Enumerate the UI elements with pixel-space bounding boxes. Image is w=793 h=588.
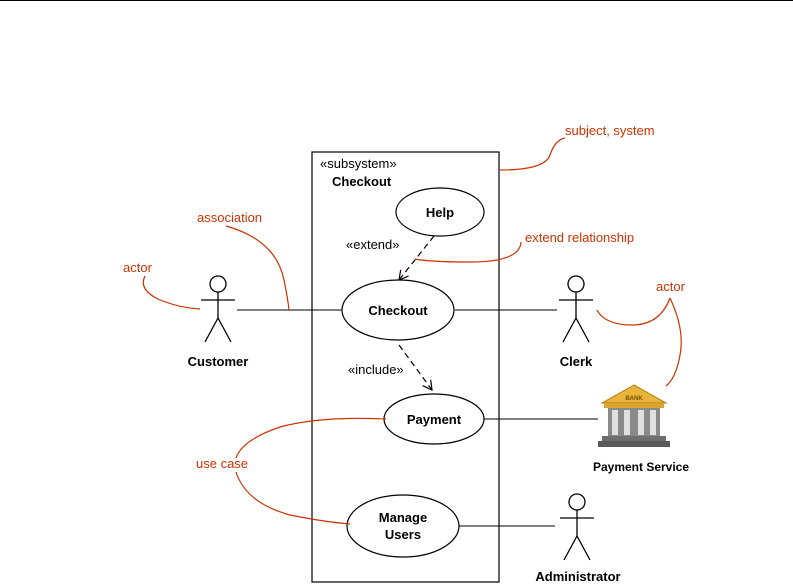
subsystem-title: Checkout [332, 174, 392, 189]
annotation-actor-right: actor [656, 279, 686, 294]
use-case-manage-users-label-line2: Users [385, 527, 421, 542]
actor-customer-label: Customer [188, 354, 249, 369]
top-border-line [0, 0, 793, 1]
annotation-subject-system: subject, system [565, 123, 655, 138]
callout-use-case-manage [235, 471, 351, 525]
actor-administrator-label: Administrator [535, 569, 620, 584]
use-case-manage-users [346, 494, 460, 558]
use-case-help-label: Help [426, 205, 454, 220]
use-case-checkout-label: Checkout [368, 303, 428, 318]
use-case-manage-users-label-line1: Manage [379, 510, 427, 525]
use-case-payment-label: Payment [407, 412, 462, 427]
use-case-checkout [341, 279, 455, 341]
callout-actor-left [142, 275, 201, 310]
callout-association [225, 225, 290, 311]
bank-sign-text: BANK [625, 396, 643, 402]
bank-icon: BANK [598, 384, 670, 447]
annotation-use-case: use case [196, 456, 248, 471]
callout-extend-relationship [414, 241, 522, 263]
actor-payment-service-label: Payment Service [593, 460, 689, 474]
extend-label: «extend» [346, 237, 400, 252]
callout-actor-right-bank [665, 297, 682, 387]
actor-administrator-figure [560, 493, 594, 561]
actor-clerk-figure [559, 275, 593, 343]
subsystem-stereotype: «subsystem» [320, 156, 397, 171]
callout-actor-right-clerk [596, 297, 671, 326]
callout-use-case-payment [235, 417, 387, 459]
use-case-help [395, 187, 485, 237]
annotation-extend-relationship: extend relationship [525, 230, 634, 245]
callout-subject-system [499, 137, 566, 171]
annotation-association: association [197, 210, 262, 225]
annotation-actor-left: actor [123, 260, 153, 275]
actor-customer-figure [201, 275, 235, 343]
actor-clerk-label: Clerk [560, 354, 593, 369]
include-label: «include» [348, 362, 404, 377]
